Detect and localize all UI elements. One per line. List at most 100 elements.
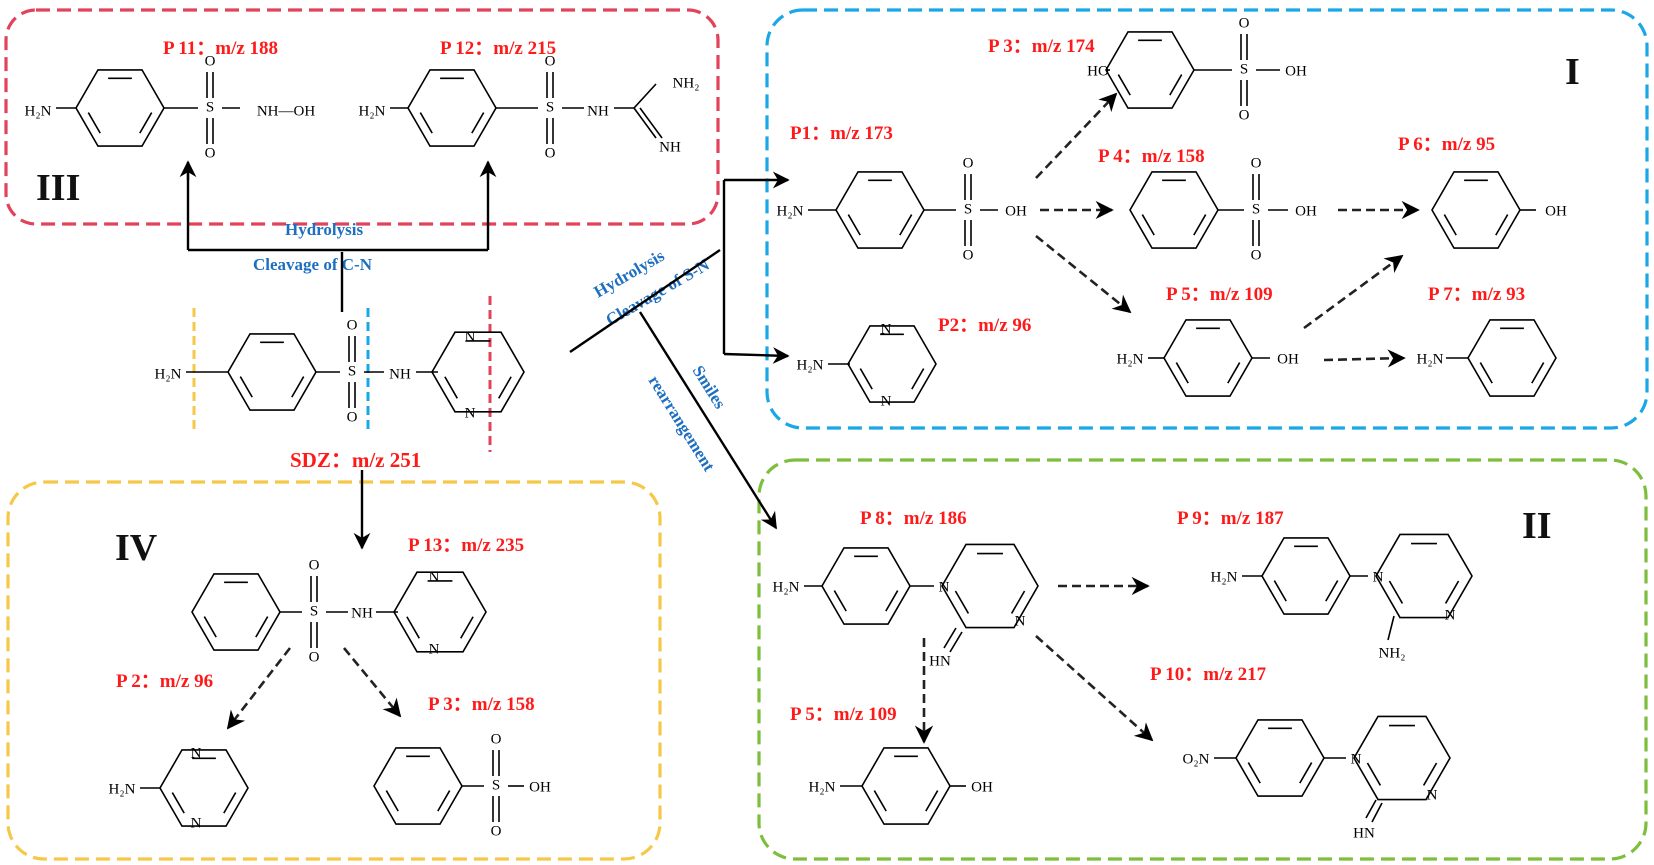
darrow-p13-p3 <box>342 647 402 718</box>
aromatic-bond <box>1117 74 1131 96</box>
aromatic-bond <box>847 214 861 236</box>
p12-benzene <box>407 69 497 147</box>
aromatic-bond <box>833 590 847 612</box>
p10-n2: N <box>1427 787 1438 803</box>
p12-o-top: O <box>545 53 556 69</box>
p13-nh: NH <box>351 605 373 621</box>
p8-n1: N <box>939 579 950 595</box>
sdz-o-top: O <box>347 317 358 333</box>
bond <box>1371 802 1383 823</box>
aromatic-bond <box>954 590 970 614</box>
p13-n1: N <box>429 569 440 585</box>
p3-o-top: O <box>1239 15 1250 31</box>
aromatic-bond <box>1444 580 1460 604</box>
p5b-h2n: H₂N <box>809 779 836 795</box>
group-label-II: II <box>1522 505 1552 547</box>
arrow-sn-cleavage <box>569 249 721 353</box>
label-p1: P1：m/z 173 <box>790 123 893 144</box>
p3b-benzene <box>373 747 463 825</box>
p11-o-bottom: O <box>205 145 216 161</box>
aromatic-bond <box>291 376 305 398</box>
p4-o-bottom: O <box>1251 247 1262 263</box>
p1-oh: OH <box>1005 203 1027 219</box>
p6-benzene <box>1431 171 1521 249</box>
aromatic-bond <box>1227 362 1241 384</box>
aromatic-bond <box>1273 580 1287 602</box>
aromatic-bond <box>911 368 925 390</box>
p8-benzene <box>821 547 911 625</box>
p12-o-bottom: O <box>545 145 556 161</box>
arrow-sdz-to-iii <box>186 165 490 312</box>
p9-n1: N <box>1373 569 1384 585</box>
aromatic-bond <box>1193 214 1207 236</box>
aromatic-bond <box>859 368 873 390</box>
p13-o-bottom: O <box>309 649 320 665</box>
group-label-IV: IV <box>115 527 158 569</box>
p9-nh2: NH₂ <box>1379 645 1406 661</box>
p5b-oh: OH <box>971 779 993 795</box>
aromatic-bond <box>1325 580 1339 602</box>
p2b-n2: N <box>191 815 202 831</box>
bond <box>1387 615 1395 641</box>
bond <box>1365 799 1377 819</box>
group-box-I <box>765 8 1649 430</box>
aromatic-bond <box>1247 762 1261 784</box>
label-p13: P 13：m/z 235 <box>408 535 524 556</box>
reaction-hydrolysis-cn: Hydrolysis <box>285 220 363 239</box>
sdz-nh: NH <box>389 366 411 382</box>
p3b-o-bottom: O <box>491 823 502 839</box>
p5-h2n: H₂N <box>1117 351 1144 367</box>
p11-h2n: H₂N <box>25 103 52 119</box>
p7-h2n: H₂N <box>1417 351 1444 367</box>
p1-o-top: O <box>963 155 974 171</box>
bond <box>633 107 657 139</box>
reaction-smiles: Smiles <box>689 362 730 412</box>
darrow-p1-p3 <box>1035 92 1118 179</box>
p9-ring <box>1375 533 1473 619</box>
aromatic-bond <box>171 792 185 814</box>
label-p8: P 8：m/z 186 <box>860 508 967 529</box>
label-p2: P2：m/z 96 <box>938 315 1031 336</box>
aromatic-bond <box>406 616 420 639</box>
p2b-pyrimidine <box>159 749 249 827</box>
group-label-I: I <box>1565 51 1580 93</box>
aromatic-bond <box>471 112 485 134</box>
label-p11: P 11：m/z 188 <box>163 38 278 59</box>
aromatic-bond <box>239 376 253 398</box>
arrow-smiles <box>638 311 778 530</box>
p6-oh: OH <box>1545 203 1567 219</box>
p8-h2n: H₂N <box>773 579 800 595</box>
p12-nh: NH <box>659 139 681 155</box>
aromatic-bond <box>1531 362 1545 384</box>
p10-ring <box>1353 715 1451 801</box>
sdz-n2: N <box>465 405 476 421</box>
label-p12: P 12：m/z 215 <box>440 38 556 59</box>
darrow-p5-p6 <box>1303 254 1404 330</box>
aromatic-bond <box>1443 214 1457 236</box>
p10-n1: N <box>1351 751 1362 767</box>
sdz-benzene <box>227 333 317 411</box>
sdz-pyrimidine <box>431 331 525 413</box>
aromatic-bond <box>385 790 399 812</box>
p7-benzene <box>1467 319 1557 397</box>
aromatic-bond <box>139 112 153 134</box>
label-p3: P 3：m/z 174 <box>988 36 1095 57</box>
p2-n2: N <box>881 393 892 409</box>
aromatic-bond <box>203 616 217 638</box>
p10-o2n: O₂N <box>1183 751 1210 767</box>
p5-oh: OH <box>1277 351 1299 367</box>
p8-hn: HN <box>929 653 951 669</box>
aromatic-bond <box>498 376 512 399</box>
group-box-II <box>757 458 1648 861</box>
p2b-h2n: H₂N <box>109 781 136 797</box>
p9-h2n: H₂N <box>1211 569 1238 585</box>
group-box-III <box>4 8 720 226</box>
p5b-benzene <box>861 747 951 825</box>
sdz-o-bottom: O <box>347 409 358 425</box>
p1-h2n: H₂N <box>777 203 804 219</box>
label-p10: P 10：m/z 217 <box>1150 664 1267 685</box>
label-p3b: P 3：m/z 158 <box>428 694 535 715</box>
p3b-oh: OH <box>529 779 551 795</box>
group-box-IV <box>6 480 662 861</box>
